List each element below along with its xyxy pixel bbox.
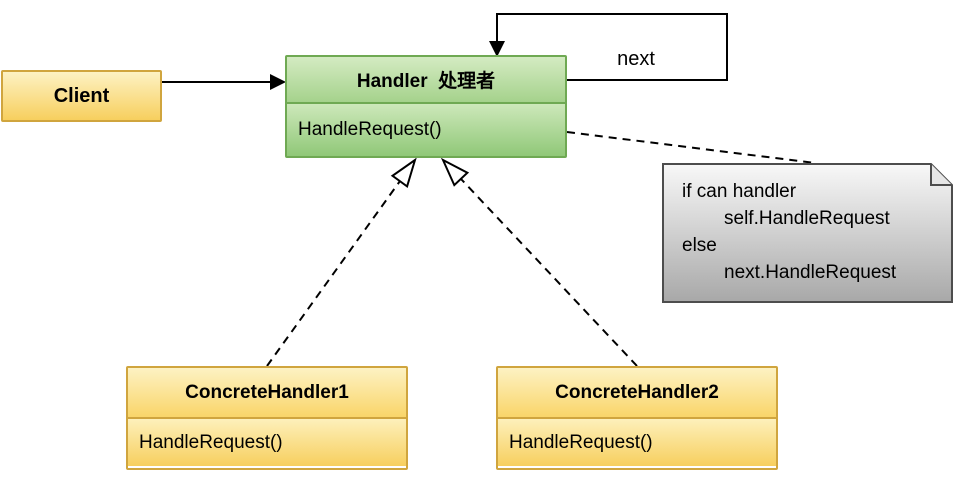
note-shape	[662, 163, 953, 303]
client-to-handler-arrow	[162, 74, 286, 90]
hollow-triangle-icon	[390, 157, 417, 189]
next-edge-label: next	[617, 48, 655, 70]
concrete-handler1-class-box: ConcreteHandler1 HandleRequest()	[126, 366, 408, 470]
note-line: self.HandleRequest	[724, 208, 890, 229]
class-method: HandleRequest()	[128, 417, 406, 466]
note-text: if can handler self.HandleRequest else n…	[662, 163, 953, 286]
folded-corner-icon	[930, 164, 952, 186]
next-self-loop-arrow	[489, 13, 728, 81]
concrete-handler2-class-box: ConcreteHandler2 HandleRequest()	[496, 366, 778, 470]
handler-class-box: Handler 处理者 HandleRequest()	[285, 55, 567, 158]
class-title: Handler 处理者	[287, 57, 565, 102]
note-line: else	[682, 235, 717, 256]
generalization-concrete1	[266, 157, 417, 367]
filled-arrowhead-icon	[270, 74, 286, 90]
class-method: HandleRequest()	[498, 417, 776, 466]
generalization-concrete2	[440, 157, 638, 367]
note-line: if can handler	[682, 181, 797, 202]
filled-arrowhead-icon	[489, 41, 505, 57]
note-link	[566, 131, 816, 164]
class-method: HandleRequest()	[287, 102, 565, 156]
note-box: if can handler self.HandleRequest else n…	[662, 163, 953, 303]
class-title: Client	[3, 72, 160, 120]
hollow-triangle-icon	[440, 157, 470, 187]
client-class-box: Client	[1, 70, 162, 122]
class-title: ConcreteHandler2	[498, 368, 776, 417]
class-title: ConcreteHandler1	[128, 368, 406, 417]
note-line: next.HandleRequest	[724, 262, 897, 283]
